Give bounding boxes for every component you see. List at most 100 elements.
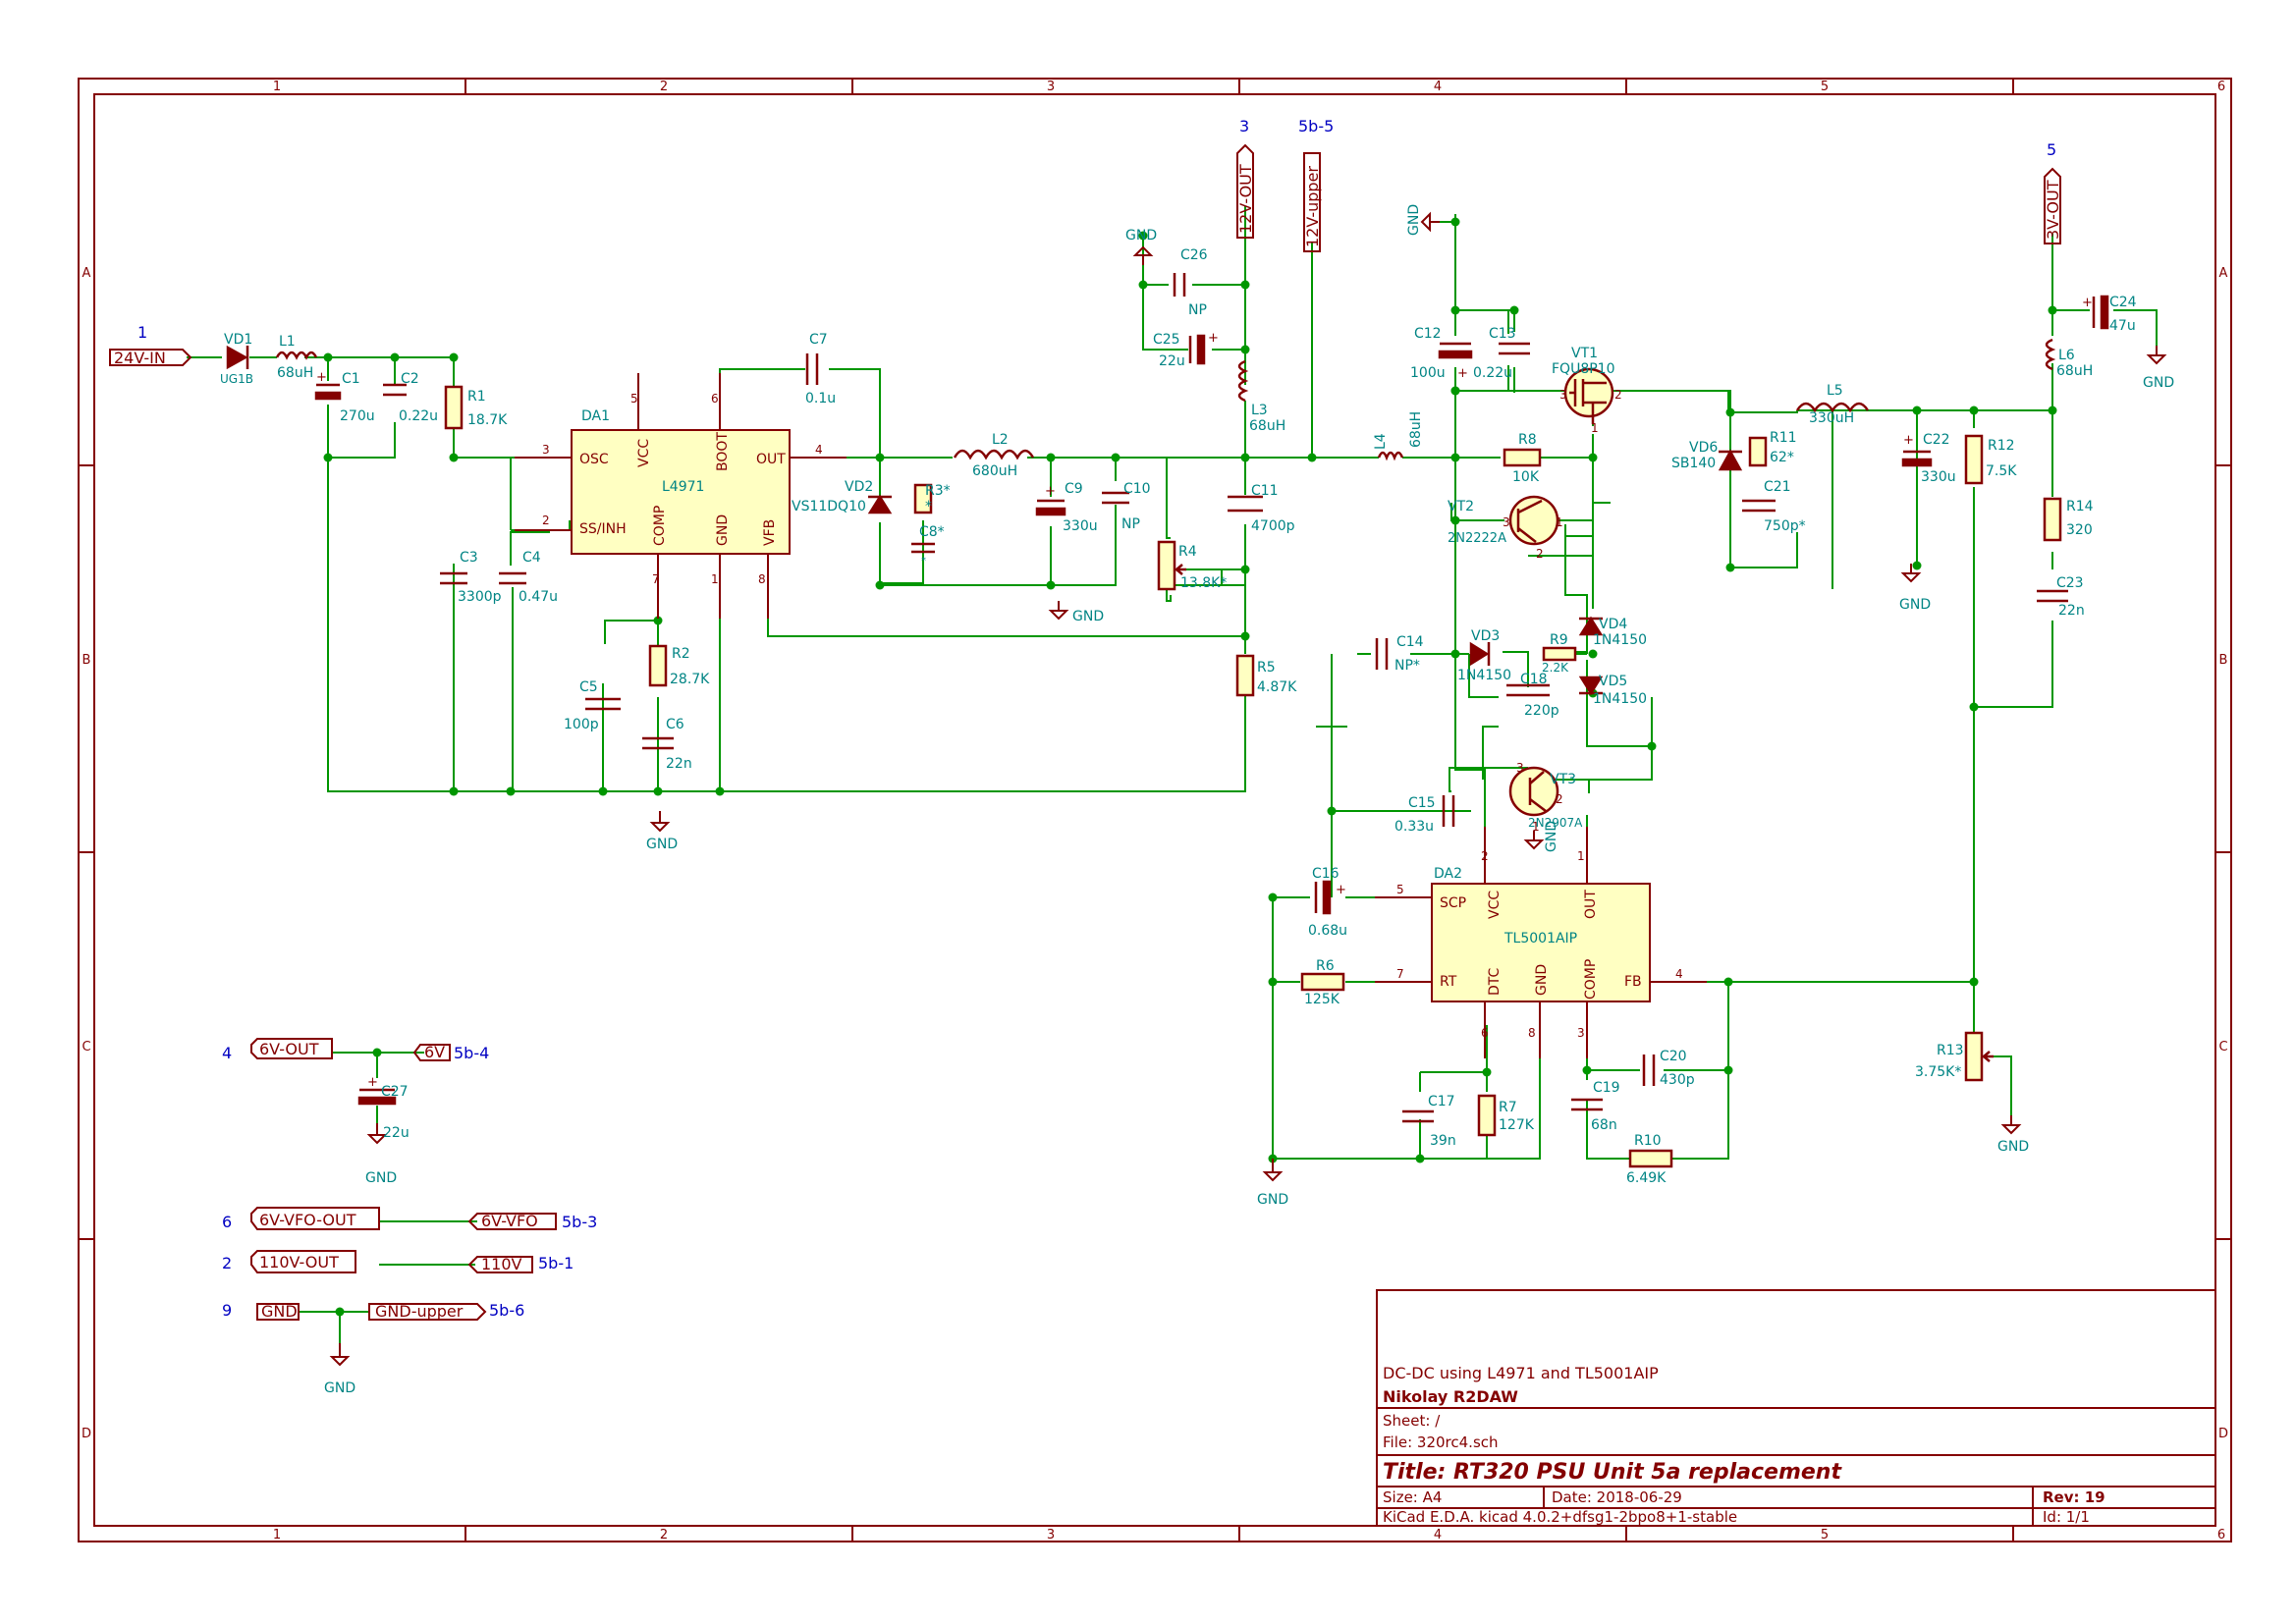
value-r1: 18.7K (467, 412, 508, 428)
pin-name: OUT (1583, 890, 1599, 919)
ref-c5: C5 (579, 679, 598, 695)
ref-c17: C17 (1428, 1094, 1455, 1109)
value-c18: 220p (1524, 703, 1559, 719)
ref-c10: C10 (1123, 481, 1151, 497)
ref-num: 6 (222, 1213, 232, 1231)
ref-l5: L5 (1827, 383, 1843, 399)
port-110v-out: 110V-OUT (259, 1253, 339, 1271)
ref-c4: C4 (522, 550, 541, 566)
drawing-frame (78, 78, 2232, 1542)
pin-name: VCC (636, 439, 652, 467)
port-24v-in: 24V-IN (114, 349, 166, 367)
ref-c25: C25 (1153, 332, 1180, 348)
ref-num: 3 (1239, 117, 1249, 135)
pin-name: COMP (652, 506, 668, 546)
value-c12: 100u (1410, 365, 1446, 381)
ref-r12: R12 (1988, 438, 2015, 454)
pin-name: FB (1624, 974, 1642, 990)
value-r12: 7.5K (1986, 463, 2017, 479)
row-marker: D (2218, 1427, 2228, 1441)
value-c8: * (921, 556, 926, 567)
col-marker: 3 (1047, 1528, 1055, 1542)
component-labels: VD1 UG1B L1 68uH C1 270u C2 0.22u R1 18.… (220, 247, 2137, 1186)
pin-num: 5 (630, 392, 638, 406)
ref-num: 5b-5 (1298, 117, 1334, 135)
ref-vd3: VD3 (1471, 628, 1500, 644)
title-file: File: 320rc4.sch (1383, 1434, 1499, 1451)
wires (187, 206, 2158, 1343)
gnd-label: GND (365, 1170, 397, 1186)
value-c11: 4700p (1251, 518, 1295, 534)
value-vd2: VS11DQ10 (792, 499, 866, 514)
junctions (323, 217, 2057, 1317)
ref-vd1: VD1 (224, 332, 252, 348)
plus-mark: + (1208, 331, 1219, 346)
row-marker: B (82, 653, 91, 668)
row-marker: A (82, 266, 91, 281)
ic-da2: DA2 TL5001AIP SCP RT FB VCC OUT DTC GND … (1375, 827, 1707, 1058)
ref-num: 5b-6 (489, 1301, 524, 1320)
pin-num: 3 (1503, 515, 1510, 529)
ref-r8: R8 (1518, 432, 1537, 448)
col-marker: 2 (660, 80, 668, 94)
ref-l6: L6 (2058, 348, 2075, 363)
value-l2: 680uH (972, 463, 1017, 479)
row-marker: C (82, 1040, 90, 1055)
pin-num: 4 (815, 443, 823, 457)
row-marker: D (82, 1427, 91, 1441)
value-c6: 22n (666, 756, 692, 772)
pin-name: SS/INH (579, 521, 627, 537)
value-r9: 2.2K (1542, 661, 1569, 675)
ref-c7: C7 (809, 332, 828, 348)
ic-da1: DA1 L4971 OSC SS/INH OUT VCC BOOT COMP G… (515, 373, 847, 619)
value-c13: 0.22u (1473, 365, 1512, 381)
ref-c22: C22 (1923, 432, 1950, 448)
value-vt1: FQU8P10 (1552, 361, 1614, 377)
ref-num: 5 (2047, 140, 2056, 159)
pin-num: 5 (1396, 883, 1404, 896)
ref-c14: C14 (1396, 634, 1424, 650)
ref-c18: C18 (1520, 672, 1548, 687)
gnd-label: GND (646, 837, 678, 852)
port-12v-upper: 12V-upper (1303, 166, 1322, 247)
ref-num: 5b-3 (562, 1213, 597, 1231)
ref-num: 4 (222, 1044, 232, 1062)
value-vd6: SB140 (1671, 456, 1716, 471)
pin-num: 2 (1536, 547, 1544, 561)
value-c21: 750p* (1764, 518, 1806, 534)
ref-c9: C9 (1065, 481, 1083, 497)
ref-c16: C16 (1312, 866, 1339, 882)
gnd-label: GND (1257, 1192, 1288, 1208)
port-12v-out: 12V-OUT (1236, 164, 1255, 234)
pin-num: 2 (1614, 388, 1622, 402)
value-r8: 10K (1512, 469, 1540, 485)
value-c7: 0.1u (805, 391, 836, 406)
pin-num: 1 (1532, 820, 1540, 834)
plus-mark: + (1457, 366, 1468, 381)
value-r6: 125K (1304, 992, 1340, 1007)
port-gnd-upper: GND-upper (375, 1302, 464, 1321)
plus-mark: + (316, 370, 327, 385)
ref-c13: C13 (1489, 326, 1516, 342)
ref-vd6: VD6 (1689, 440, 1718, 456)
col-marker: 1 (273, 80, 281, 94)
ref-r6: R6 (1316, 958, 1335, 974)
ic-value: L4971 (662, 479, 704, 495)
value-r14: 320 (2066, 522, 2093, 538)
ref-c26: C26 (1180, 247, 1208, 263)
ref-r9: R9 (1550, 632, 1568, 648)
pin-name: OSC (579, 452, 609, 467)
col-marker: 4 (1434, 1528, 1442, 1542)
ref-c11: C11 (1251, 483, 1279, 499)
value-c10: NP (1121, 516, 1140, 532)
value-vd1: UG1B (220, 372, 253, 386)
port-3v-out: 3V-OUT (2044, 180, 2062, 240)
value-c26: NP (1188, 302, 1207, 318)
ref-vt1: VT1 (1571, 346, 1598, 361)
ref-c15: C15 (1408, 795, 1436, 811)
value-vd3: 1N4150 (1457, 668, 1511, 683)
pin-name: BOOT (715, 432, 731, 471)
pin-num: 7 (652, 572, 660, 586)
value-c25: 22u (1159, 353, 1185, 369)
